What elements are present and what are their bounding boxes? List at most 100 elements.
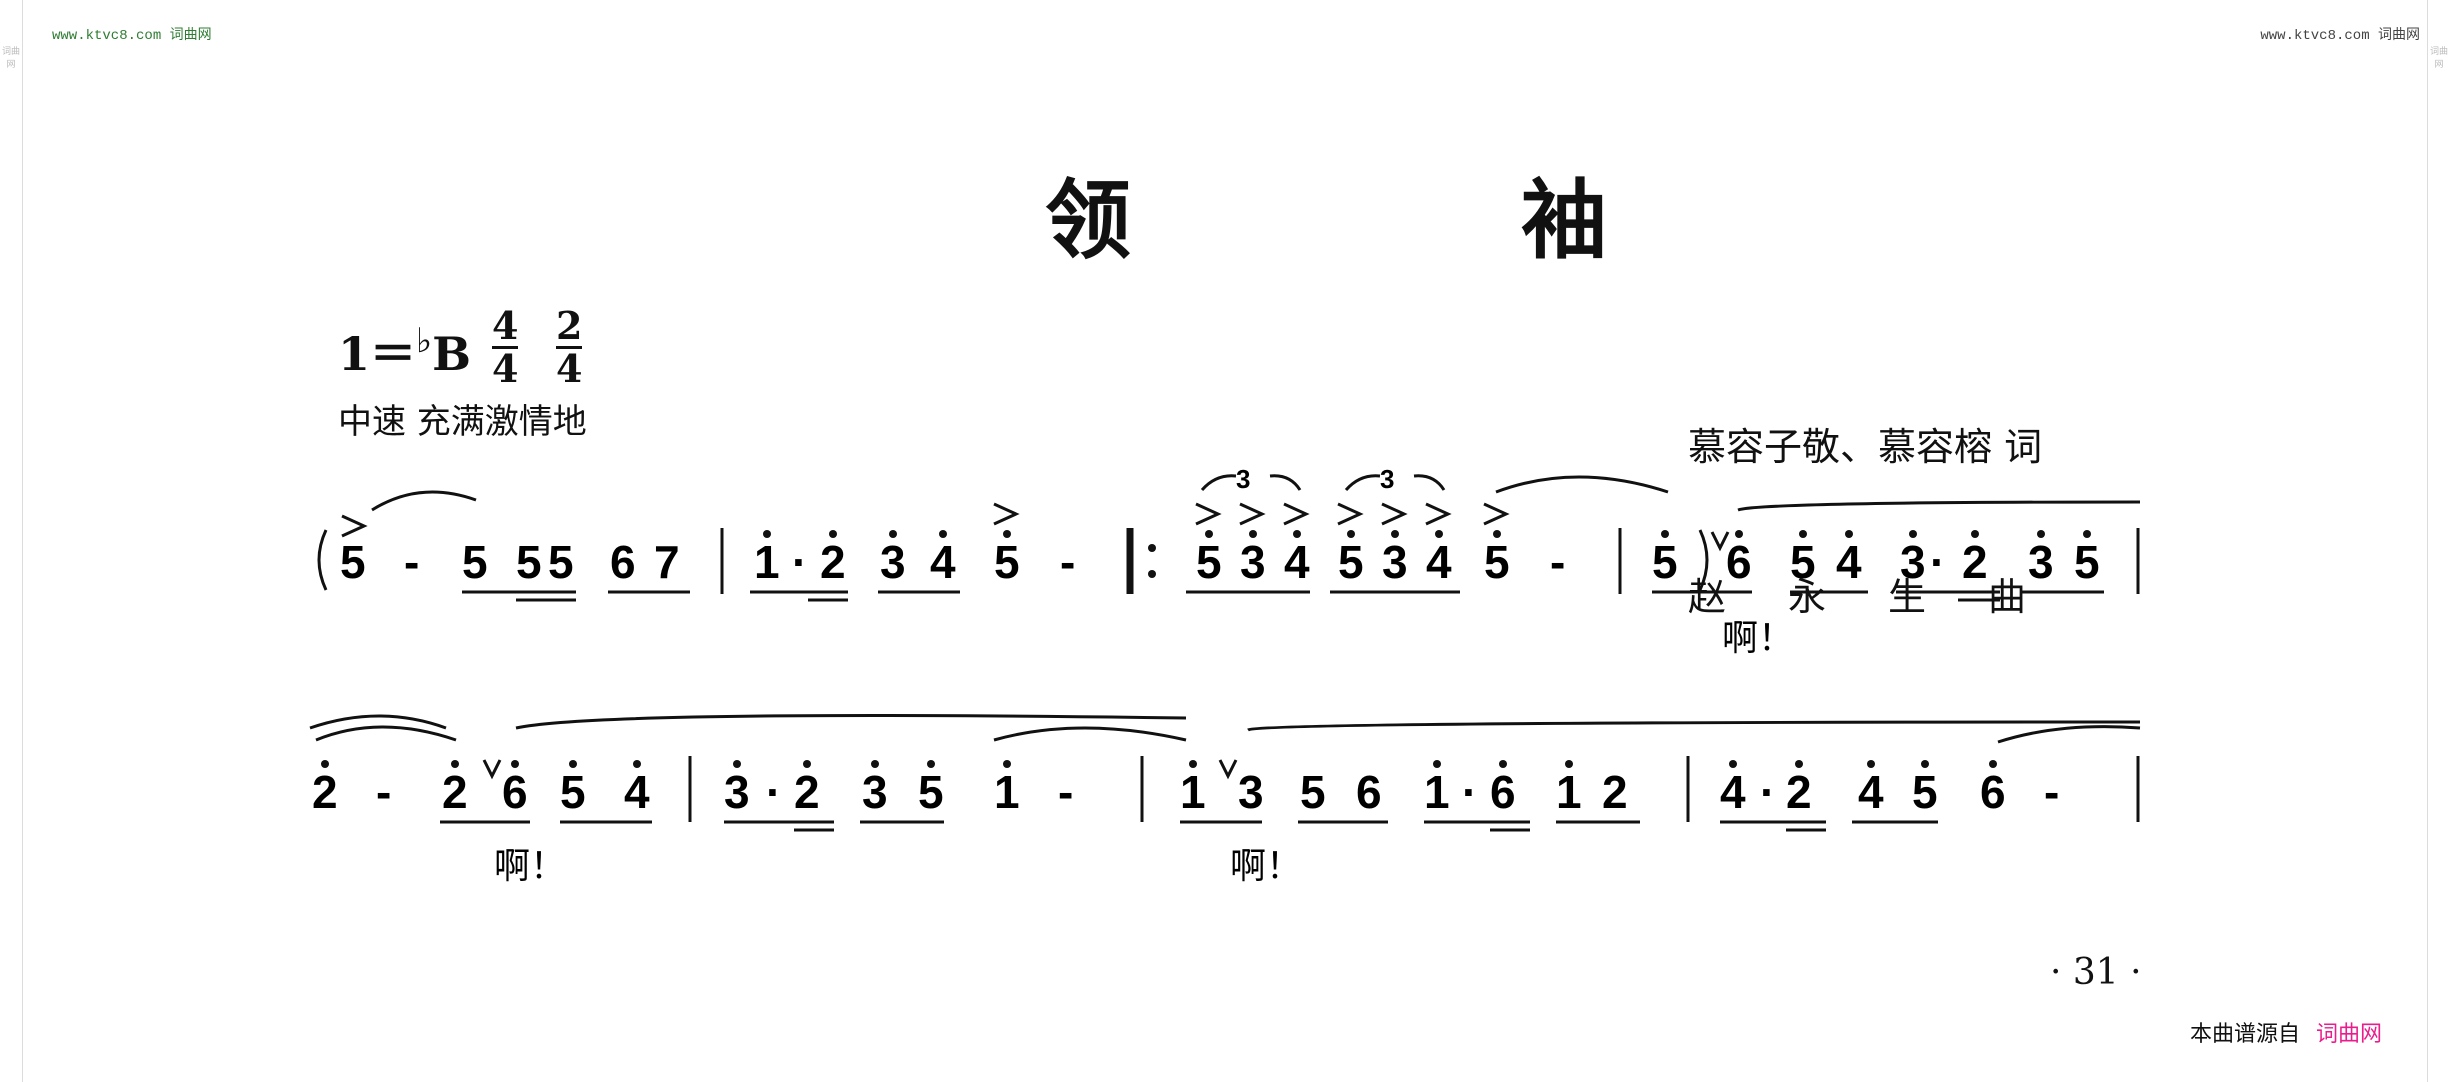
octave-dot [803,760,811,768]
octave-dot [569,760,577,768]
lyricist: 慕容子敬、慕容榕 词 [1688,425,2043,469]
note-6: 6 [610,536,636,588]
note-21: 1 [1556,766,1582,818]
credits: 慕容子敬、慕容榕 词 赵永生曲 [1688,322,2088,672]
note-28: 6 [1980,766,2006,818]
octave-dot [939,530,947,538]
edge-watermark: 词曲网 [1,47,20,70]
note-7: 7 [654,536,680,588]
note-25: 5 [1790,536,1816,588]
octave-dot [927,760,935,768]
octave-dot [1493,530,1501,538]
flat-sign: ♭ [416,321,433,361]
repeat-dots [1148,544,1156,578]
note-26: 4 [1836,536,1862,588]
octave-dot [1921,760,1929,768]
octave-dot [1867,760,1875,768]
edge-watermark: 词曲网 [2429,47,2448,70]
note-14: - [1060,536,1075,588]
note-28: · [1930,536,1945,588]
octave-dot [1989,760,1997,768]
octave-dot [1795,760,1803,768]
octave-dot [1499,760,1507,768]
octave-dot [1003,760,1011,768]
octave-dot [1845,530,1853,538]
site-watermark-right[interactable]: www.ktvc8.com 词曲网 [2260,28,2420,44]
note-5: 5 [560,766,586,818]
key-prefix: 1＝ [338,327,417,381]
note-13: 5 [994,536,1020,588]
note-4: 5 [516,536,542,588]
octave-dot [763,530,771,538]
note-10: 3 [862,766,888,818]
note-23: 4 [1720,766,1746,818]
octave-dot [1347,530,1355,538]
note-8: · [766,766,781,818]
note-29: 2 [1962,536,1988,588]
octave-dot [451,760,459,768]
note-27: 5 [1912,766,1938,818]
note-12: 1 [994,766,1020,818]
note-7: 3 [724,766,750,818]
note-15: 3 [1238,766,1264,818]
octave-dot [1799,530,1807,538]
octave-dot [1565,760,1573,768]
note-8: 1 [754,536,780,588]
note-11: 5 [918,766,944,818]
note-11: 3 [880,536,906,588]
note-18: 1 [1424,766,1450,818]
right-margin-strip: 词曲网 [2427,0,2450,1082]
note-3: 2 [442,766,468,818]
time-top: 2 [556,303,583,348]
note-3: 5 [462,536,488,588]
note-19: · [1462,766,1477,818]
note-9: 2 [794,766,820,818]
note-23: 5 [1652,536,1678,588]
octave-dot [1189,760,1197,768]
lyric-ah-1: 啊！ [1722,618,1794,659]
octave-dot [1435,530,1443,538]
time-bottom: 4 [492,346,519,391]
time-top: 4 [492,303,519,348]
note-1: 5 [340,536,366,588]
score-markings [309,474,2141,832]
octave-dot [1909,530,1917,538]
note-29: - [2044,766,2059,818]
octave-dot [1003,530,1011,538]
note-16: 5 [1300,766,1326,818]
octave-dot [1735,530,1743,538]
octave-dot [321,760,329,768]
note-20: 4 [1426,536,1452,588]
note-16: 3 [1240,536,1266,588]
octave-dot [1391,530,1399,538]
song-title: 领 袖 [1045,170,1787,271]
time-bottom: 4 [556,346,583,391]
note-2: - [376,766,391,818]
note-21: 5 [1484,536,1510,588]
left-margin-strip: 词曲网 [0,0,23,1082]
note-30: 3 [2028,536,2054,588]
note-26: 4 [1858,766,1884,818]
note-24: 6 [1726,536,1752,588]
note-5: 5 [548,536,574,588]
note-1: 2 [312,766,338,818]
composer: 赵永生曲 [1688,575,2089,619]
note-27: 3 [1900,536,1926,588]
octave-dot [871,760,879,768]
octave-dot [1249,530,1257,538]
note-18: 5 [1338,536,1364,588]
site-watermark-left[interactable]: www.ktvc8.com 词曲网 [52,28,212,44]
triplet-3a: 3 [1236,464,1250,494]
note-22: 2 [1602,766,1628,818]
page-number: · 31 · [2050,952,2142,993]
note-4: 6 [502,766,528,818]
source-footer: 本曲谱源自词曲网 [2190,1016,2382,1048]
footer-brand-link[interactable]: 词曲网 [2316,1022,2383,1047]
note-2: - [404,536,419,588]
note-10: 2 [820,536,846,588]
note-22: - [1550,536,1565,588]
note-20: 6 [1490,766,1516,818]
